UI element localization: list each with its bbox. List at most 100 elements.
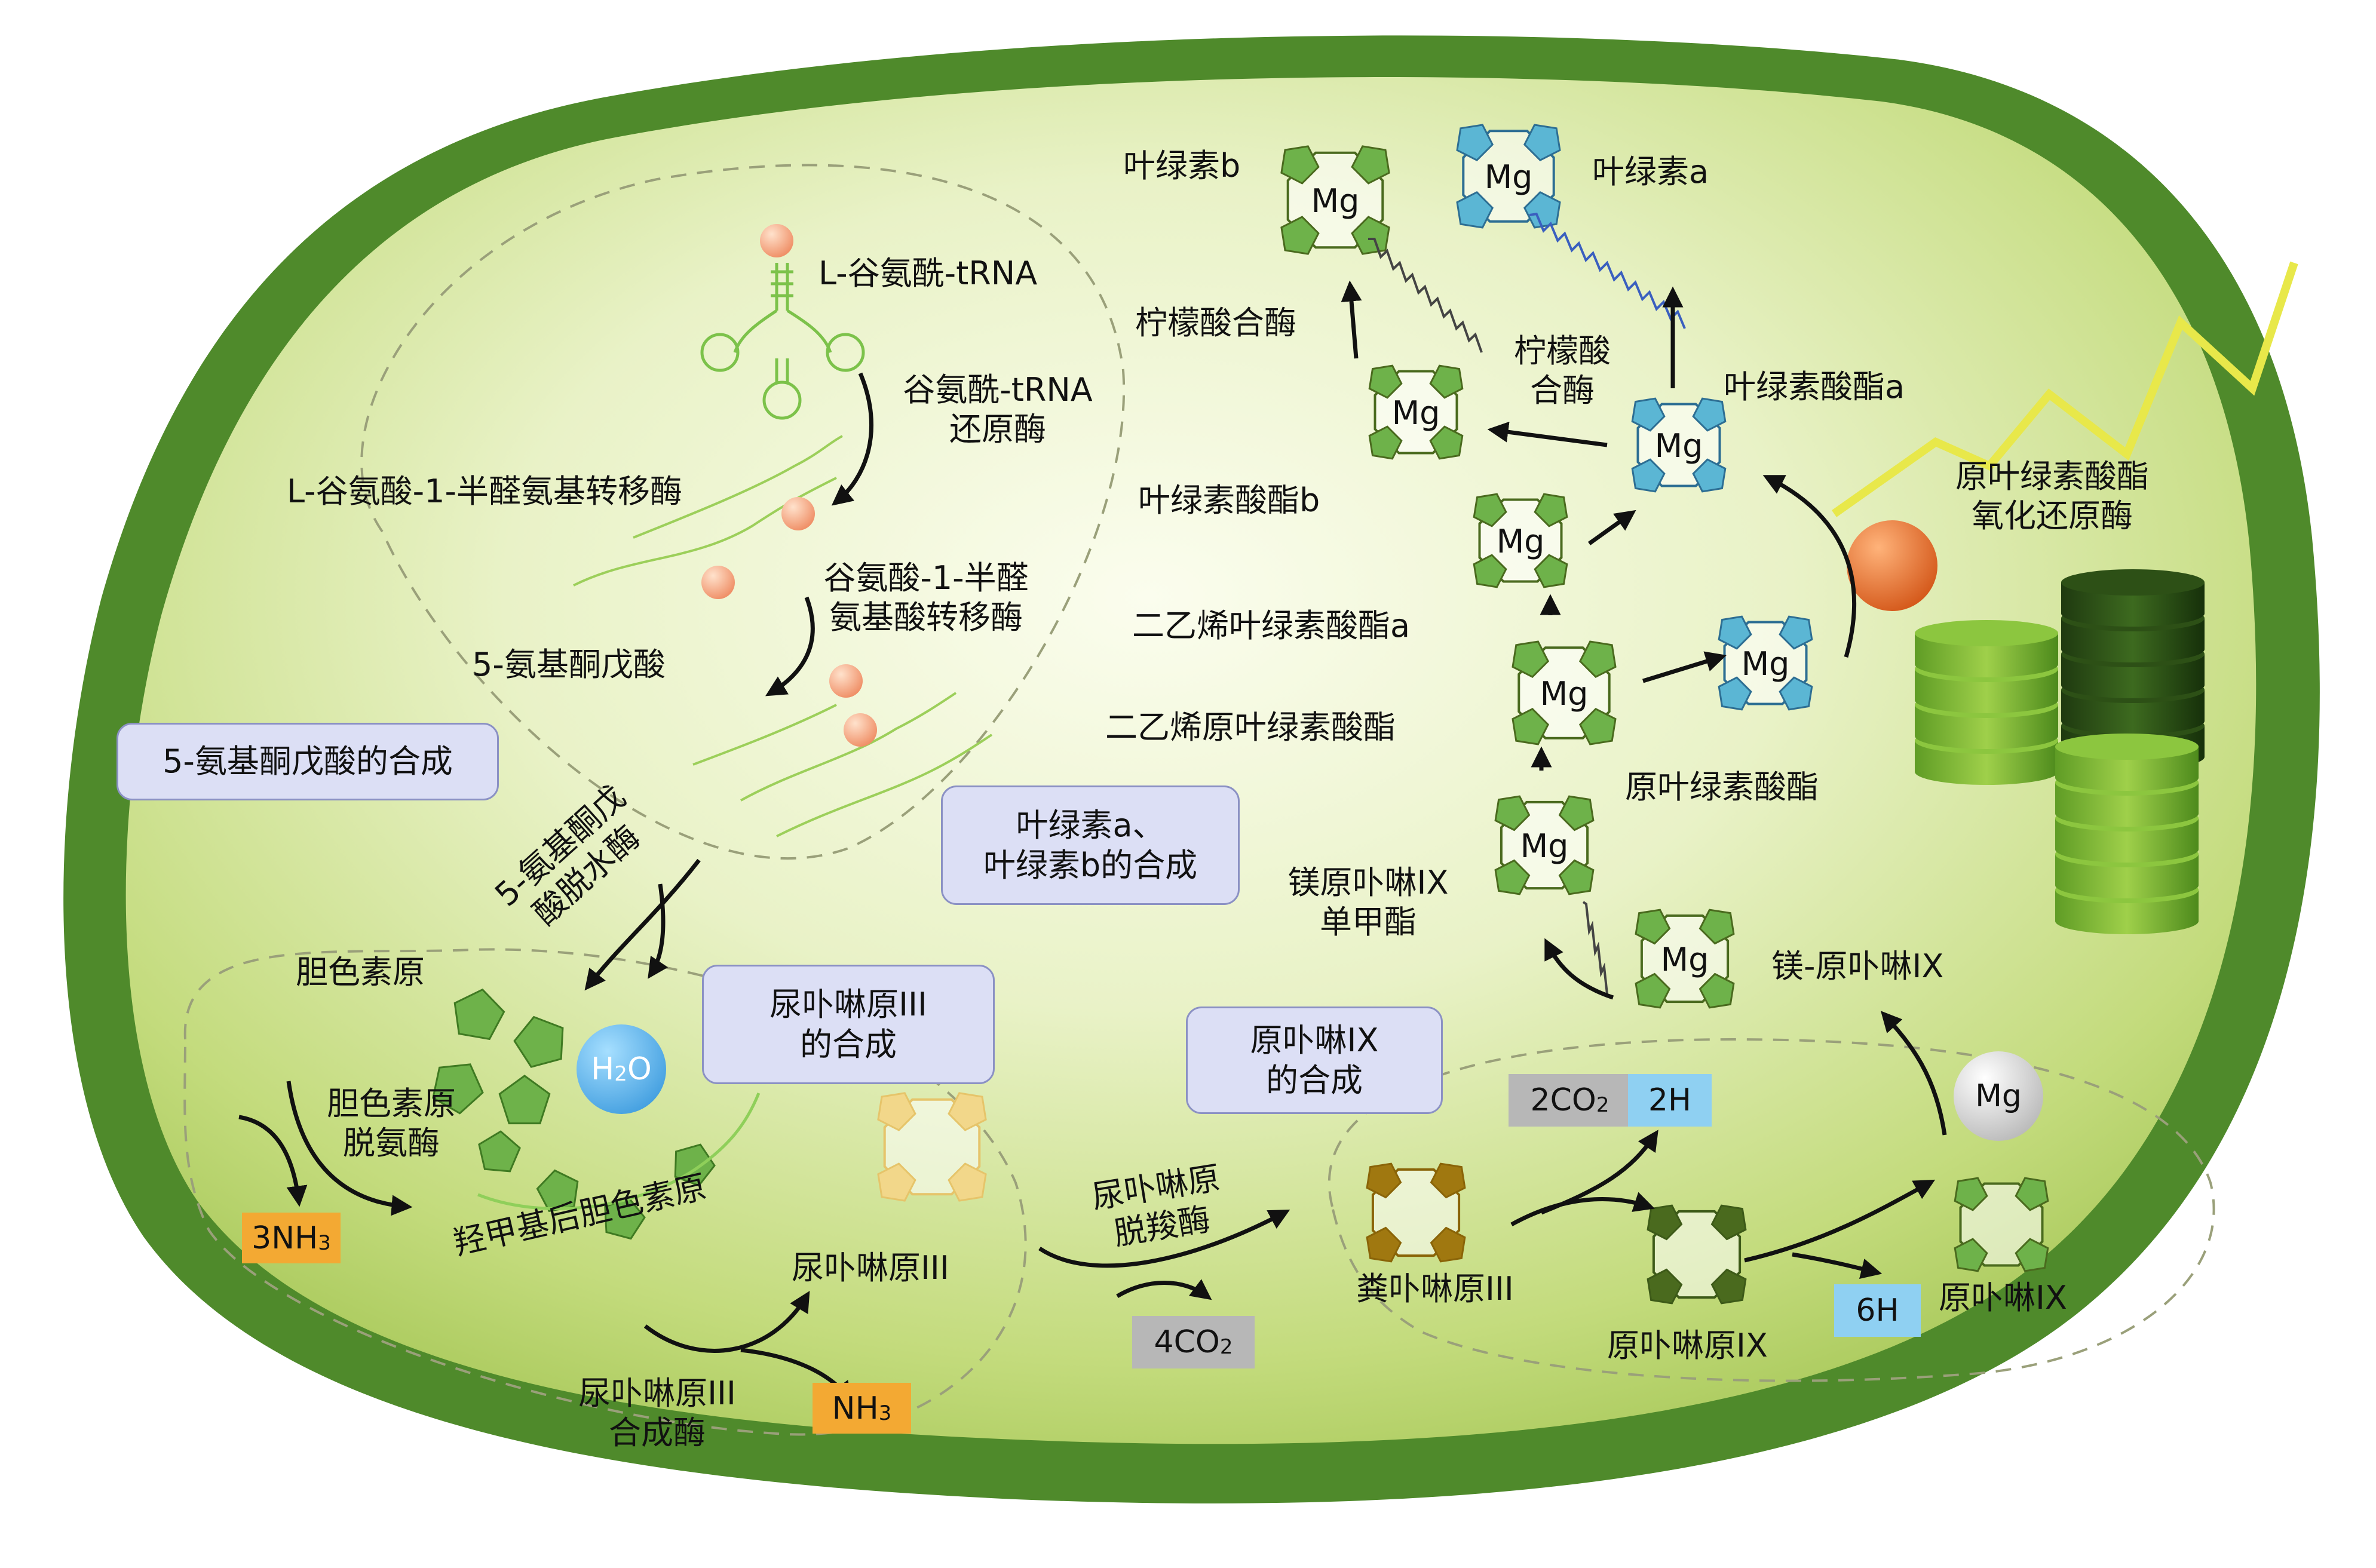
arrow-mg-insert (1880, 1011, 1947, 1136)
box-chl-synthesis: 叶绿素a、叶绿素b的合成 (941, 785, 1240, 905)
arrow-chlideb-to-chlb (1341, 280, 1362, 359)
ring-chlide-b: Mg (1368, 364, 1464, 460)
label-protogen-ix: 原卟啉原IX (1607, 1327, 1768, 1364)
label-citrate-synthase: 柠檬酸合酶 (1514, 332, 1611, 409)
label-mg-proto-ix: 镁-原卟啉IX (1771, 947, 1944, 985)
label-pbg: 胆色素原 (296, 953, 425, 991)
thylakoid-stack-icon (2061, 569, 2205, 770)
mg-center-label: Mg (1742, 645, 1790, 683)
arrow-protogen-to-proto (1744, 1179, 1936, 1263)
box-ala-synthesis: 5-氨基酮戊酸的合成 (116, 723, 499, 800)
pentagon-pyrrole-icon (604, 1196, 646, 1240)
pentagon-pyrrole-icon (478, 1130, 521, 1173)
ring-uro-iii (877, 1092, 987, 1202)
tag-6h: 6H (1834, 1284, 1921, 1337)
ring-protogen-ix (1647, 1204, 1747, 1305)
arrow-chlidea-to-chlideb (1487, 421, 1608, 447)
arrow-dv-to-pchlide (1642, 651, 1727, 683)
arrow-copro-to-protogen (1510, 1192, 1655, 1227)
mg-ion-icon: Mg (1954, 1051, 2043, 1141)
amino-ball-icon (760, 224, 793, 257)
arrow-ala-to-pbg-2 (648, 883, 669, 979)
label-copro-iii: 粪卟啉原III (1356, 1270, 1514, 1308)
ring-pchlide: Mg (1718, 615, 1813, 711)
arrow-protogen-h6 (1792, 1252, 1883, 1279)
arrow-chain-to-ala (765, 596, 815, 696)
trna-icon (700, 263, 865, 420)
compartment-proto (1328, 1038, 2215, 1382)
label-ala: 5-氨基酮戊酸 (472, 646, 666, 683)
label-uro-iii: 尿卟啉原III (792, 1249, 949, 1287)
arrow-nh3-release (238, 1115, 308, 1207)
label-gsa-aminotransferase: 谷氨酸-1-半醛氨基酸转移酶 (823, 559, 1029, 636)
label-l-glu-trna: L-谷氨酰-tRNA (818, 254, 1038, 292)
arrow-uros (643, 1291, 810, 1353)
amino-chain (692, 704, 837, 766)
label-chl-a: 叶绿素a (1592, 153, 1709, 191)
amino-ball-icon (844, 713, 877, 747)
phytol-tail-chl-a (1529, 212, 1686, 329)
label-proto-ix: 原卟啉IX (1939, 1279, 2067, 1317)
label-chlide-a: 叶绿素酸酯a (1724, 368, 1905, 406)
arrow-urod (1038, 1210, 1290, 1268)
light-bolt-icon (1831, 261, 2298, 517)
amino-chain (740, 692, 957, 802)
ring-proto-ix (1954, 1177, 2049, 1272)
tail-mg-proto-me (1582, 901, 1608, 995)
mg-center-label: Mg (1497, 523, 1545, 560)
mg-center-label: Mg (1540, 675, 1589, 713)
ring-dv-chlide-a: Mg (1473, 493, 1568, 588)
arrow-pbg-to-hmb (286, 1081, 413, 1216)
arrow-mgproto-to-me (1544, 938, 1614, 1000)
pentagon-pyrrole-icon (453, 988, 505, 1041)
arrow-ala-to-pbg (584, 858, 701, 991)
enzyme-ball-icon (1847, 520, 1937, 611)
compartment-ala (360, 164, 1126, 860)
amino-chain (633, 435, 843, 539)
amino-chain (573, 477, 837, 587)
pentagon-pyrrole-icon (498, 1075, 551, 1125)
mg-center-label: Mg (1655, 427, 1703, 465)
label-dv-pchlide: 二乙烯原叶绿素酸酯 (1105, 708, 1396, 746)
ring-dv-pchlide: Mg (1512, 640, 1617, 745)
ring-mg-proto-me: Mg (1494, 795, 1595, 895)
thylakoid-stack-icon (2055, 734, 2199, 934)
mg-center-label: Mg (1661, 941, 1709, 978)
ring-mg-proto-ix: Mg (1635, 909, 1735, 1009)
phytol-tail-chl-b (1368, 238, 1483, 353)
mg-center-label: Mg (1485, 158, 1533, 196)
amino-ball-icon (829, 664, 863, 698)
arrow-trna-to-chain (831, 372, 874, 506)
hmb-arc (477, 1093, 761, 1210)
compartment-uro (183, 948, 1027, 1436)
arrow-pchlide-to-chlidea (1762, 475, 1856, 658)
arrow-copro-h2 (1540, 1130, 1658, 1215)
label-glu-aminotransferase: L-谷氨酸-1-半醛氨基转移酶 (287, 472, 682, 510)
pentagon-pyrrole-icon (432, 1063, 484, 1115)
label-citrate-synthase-left: 柠檬酸合酶 (1135, 304, 1296, 342)
mg-center-label: Mg (1311, 182, 1360, 220)
amino-chain (776, 734, 993, 837)
label-pbgd: 胆色素原脱氨酶 (327, 1085, 456, 1162)
ring-copro-iii (1366, 1162, 1466, 1263)
amino-ball-icon (781, 497, 815, 530)
mg-center-label: Mg (1392, 394, 1440, 432)
label-por: 原叶绿素酸酯氧化还原酶 (1955, 458, 2149, 535)
ring-chlide-a: Mg (1631, 397, 1727, 493)
pentagon-pyrrole-icon (513, 1015, 564, 1068)
label-chlide-b: 叶绿素酸酯b (1138, 481, 1320, 519)
arrow-dv-to-chlidea (1587, 510, 1636, 545)
thylakoid-stack-icon (1915, 620, 2058, 785)
arrow-urod-co2 (1116, 1279, 1212, 1300)
tag-2h: 2H (1628, 1074, 1712, 1127)
